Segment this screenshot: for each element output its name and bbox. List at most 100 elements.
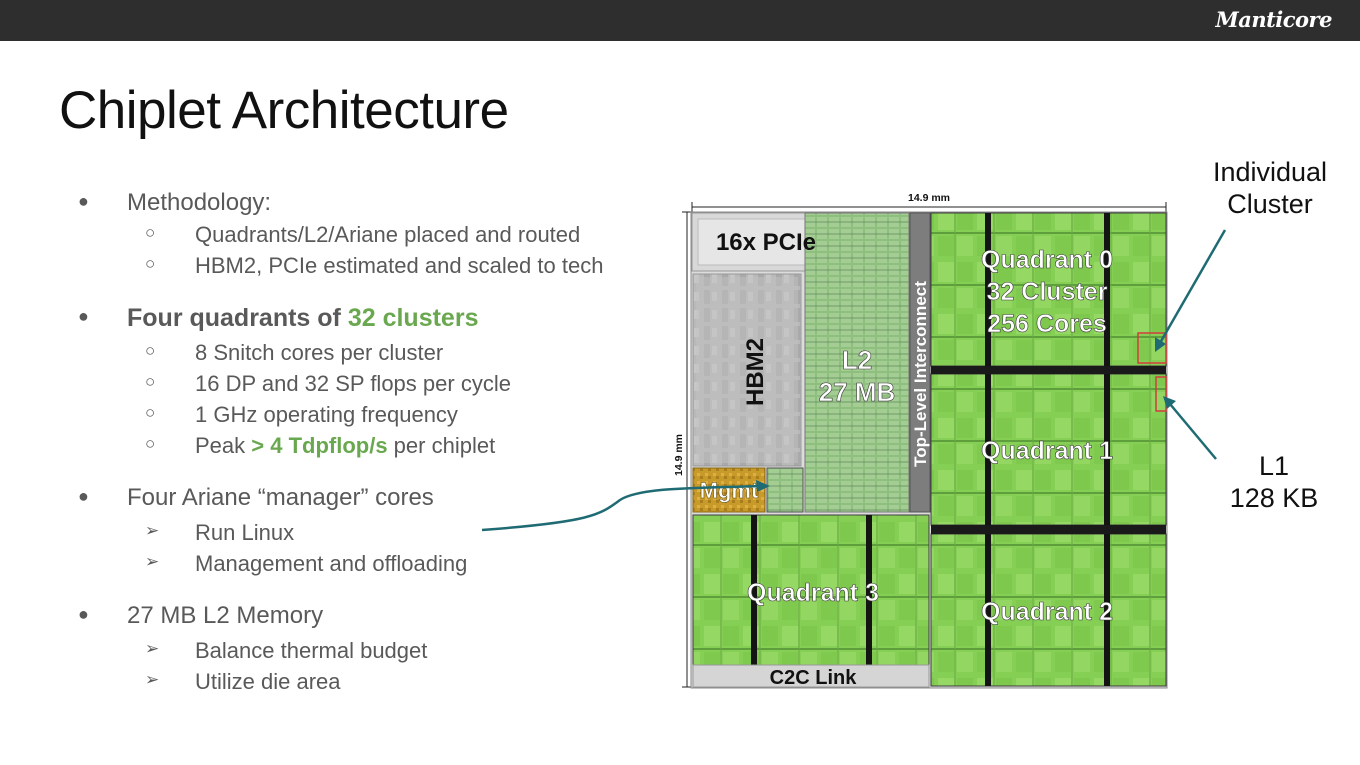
l2-block bbox=[804, 212, 910, 513]
mgmt-label: Mgmt bbox=[700, 478, 759, 503]
bullet-marker: ➢ bbox=[145, 639, 160, 658]
q2-label: Quadrant 2 bbox=[981, 598, 1113, 626]
quadrant-3-block bbox=[692, 514, 930, 666]
q0-clusters-label: 32 Cluster bbox=[987, 278, 1108, 306]
bullet-text-part: 8 Snitch cores per cluster bbox=[195, 340, 444, 365]
die-width-label: 14.9 mm bbox=[908, 192, 950, 204]
interconnect-label: Top-Level Interconnect bbox=[911, 281, 930, 467]
bullet-item: ● Four quadrants of 32 clusters bbox=[0, 304, 680, 334]
sub-bullet-item: ○ 16 DP and 32 SP flops per cycle bbox=[0, 371, 680, 401]
bullet-marker: ○ bbox=[145, 434, 156, 453]
bullet-marker: ● bbox=[78, 306, 89, 326]
bullet-text: Run Linux bbox=[195, 520, 294, 546]
bullet-item: ● Four Ariane “manager” cores bbox=[0, 484, 680, 514]
sub-bullet-item: ➢ Run Linux bbox=[0, 520, 680, 550]
bullet-text: 1 GHz operating frequency bbox=[195, 402, 458, 428]
l1-arrow bbox=[1169, 403, 1217, 460]
bullet-text: Utilize die area bbox=[195, 669, 341, 695]
cluster-annotation-line2: Cluster bbox=[1227, 189, 1313, 219]
brand-logo: Manticore bbox=[1215, 7, 1332, 32]
cluster-highlight bbox=[1137, 332, 1167, 364]
bullet-text: 16 DP and 32 SP flops per cycle bbox=[195, 371, 511, 397]
bullet-marker: ○ bbox=[145, 341, 156, 360]
bullet-text: Balance thermal budget bbox=[195, 638, 427, 664]
l2-label: L2 bbox=[842, 345, 872, 375]
bullet-text: Management and offloading bbox=[195, 551, 467, 577]
bullet-text: Four Ariane “manager” cores bbox=[127, 484, 434, 512]
bullet-marker: ● bbox=[78, 486, 89, 506]
hbm2-block bbox=[692, 273, 802, 467]
l1-annotation-line1: L1 bbox=[1258, 451, 1290, 481]
header-bar: Manticore bbox=[0, 0, 1360, 41]
sub-bullet-item: ➢ Balance thermal budget bbox=[0, 638, 680, 668]
bullet-text: Peak > 4 Tdpflop/s per chiplet bbox=[195, 433, 495, 459]
bullet-marker: ○ bbox=[145, 254, 156, 273]
bullet-text-part: Utilize die area bbox=[195, 669, 341, 694]
bullet-marker: ➢ bbox=[145, 521, 160, 540]
q3-label: Quadrant 3 bbox=[747, 579, 879, 607]
cluster-annotation-line1: Individual bbox=[1212, 157, 1328, 187]
sub-bullet-item: ○ HBM2, PCIe estimated and scaled to tech bbox=[0, 253, 680, 283]
bullet-text-part: Management and offloading bbox=[195, 551, 468, 576]
bullet-text-part: 1 GHz operating frequency bbox=[195, 402, 458, 427]
bullet-text-part: Run Linux bbox=[195, 520, 295, 545]
bullet-text: HBM2, PCIe estimated and scaled to tech bbox=[195, 253, 603, 279]
sub-bullet-item: ➢ Management and offloading bbox=[0, 551, 680, 581]
bullet-text-part: Peak bbox=[195, 433, 252, 458]
sub-bullet-item: ○ Quadrants/L2/Ariane placed and routed bbox=[0, 222, 680, 252]
bullet-marker: ● bbox=[78, 191, 89, 211]
l2-size-label: 27 MB bbox=[819, 377, 896, 407]
bullet-text-part: > 4 Tdpflop/s bbox=[251, 433, 388, 458]
bullet-marker: ➢ bbox=[145, 670, 160, 689]
c2c-link-block bbox=[692, 664, 930, 688]
quadrant-1-block bbox=[930, 373, 1167, 526]
q0-label: Quadrant 0 bbox=[981, 246, 1113, 274]
hbm2-label: HBM2 bbox=[742, 338, 769, 406]
bullet-text-part: Four quadrants of bbox=[127, 304, 348, 332]
sub-bullet-item: ○ Peak > 4 Tdpflop/s per chiplet bbox=[0, 433, 680, 463]
bullet-marker: ○ bbox=[145, 223, 156, 242]
bullet-text-part: Balance thermal budget bbox=[195, 638, 428, 663]
cluster-annotation: Individual Cluster bbox=[1210, 156, 1330, 220]
cluster-arrow bbox=[1158, 229, 1227, 344]
bullet-item: ● Methodology: bbox=[0, 189, 680, 219]
c2c-label: C2C Link bbox=[770, 667, 858, 689]
bullet-list: ● Methodology: ○ Quadrants/L2/Ariane placed… bbox=[0, 189, 680, 699]
mgmt-arrow bbox=[481, 484, 763, 532]
bullet-marker: ○ bbox=[145, 372, 156, 391]
pcie-label: 16x PCIe bbox=[716, 229, 816, 256]
l1-annotation-line2: 128 KB bbox=[1229, 483, 1319, 513]
quadrant-0-block bbox=[930, 212, 1167, 367]
bullet-text: Four quadrants of 32 clusters bbox=[127, 304, 478, 333]
bullet-text-part: 32 clusters bbox=[347, 304, 479, 332]
bullet-marker: ○ bbox=[145, 403, 156, 422]
sub-bullet-item: ➢ Utilize die area bbox=[0, 669, 680, 699]
interconnect-block bbox=[909, 212, 931, 513]
bullet-text: Quadrants/L2/Ariane placed and routed bbox=[195, 222, 580, 248]
mgmt-block bbox=[692, 467, 766, 513]
die-height-label: 14.9 mm bbox=[673, 434, 685, 476]
quadrant-2-block bbox=[930, 533, 1167, 687]
bullet-text-part: Four Ariane “manager” cores bbox=[127, 484, 434, 511]
bullet-text-part: Quadrants/L2/Ariane placed and routed bbox=[195, 222, 581, 247]
bullet-text-part: Methodology: bbox=[127, 189, 272, 216]
bullet-text-part: HBM2, PCIe estimated and scaled to tech bbox=[195, 253, 604, 278]
bullet-marker: ➢ bbox=[145, 552, 160, 571]
bullet-marker: ● bbox=[78, 604, 89, 624]
q1-label: Quadrant 1 bbox=[981, 437, 1113, 465]
bullet-text: 8 Snitch cores per cluster bbox=[195, 340, 443, 366]
ariane-block bbox=[766, 467, 804, 513]
bullet-text: Methodology: bbox=[127, 189, 271, 217]
l1-annotation: L1 128 KB bbox=[1222, 450, 1326, 514]
sub-bullet-item: ○ 8 Snitch cores per cluster bbox=[0, 340, 680, 370]
bullet-text: 27 MB L2 Memory bbox=[127, 602, 323, 630]
sub-bullet-item: ○ 1 GHz operating frequency bbox=[0, 402, 680, 432]
l1-highlight bbox=[1155, 376, 1167, 412]
bullet-item: ● 27 MB L2 Memory bbox=[0, 602, 680, 632]
bullet-text-part: per chiplet bbox=[387, 433, 496, 458]
q0-cores-label: 256 Cores bbox=[987, 310, 1107, 338]
bullet-text-part: 16 DP and 32 SP flops per cycle bbox=[195, 371, 511, 396]
bullet-text-part: 27 MB L2 Memory bbox=[127, 602, 324, 629]
slide-title: Chiplet Architecture bbox=[59, 81, 509, 140]
